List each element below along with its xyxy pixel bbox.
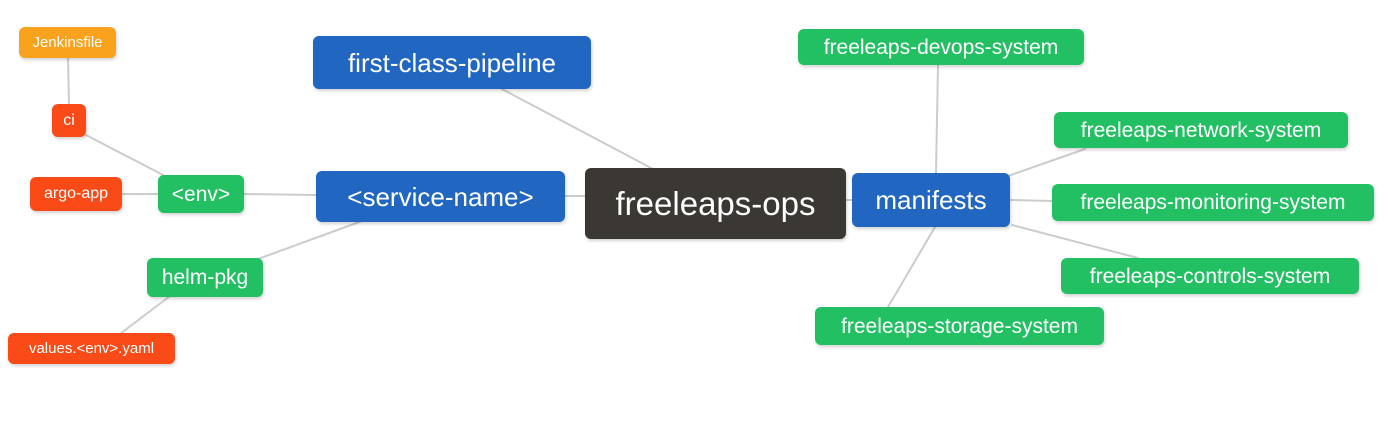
node-first-class-pipeline[interactable]: first-class-pipeline xyxy=(313,36,591,89)
node-argo-app[interactable]: argo-app xyxy=(30,177,122,211)
node-values-env-yaml[interactable]: values.<env>.yaml xyxy=(8,333,175,364)
node-jenkinsfile[interactable]: Jenkinsfile xyxy=(19,27,116,58)
node-freeleaps-storage-system[interactable]: freeleaps-storage-system xyxy=(815,307,1104,345)
node-freeleaps-devops-system[interactable]: freeleaps-devops-system xyxy=(798,29,1084,65)
edge-manifests-storage xyxy=(887,226,936,308)
edge-manifests-devops xyxy=(935,64,939,174)
node-service-name[interactable]: <service-name> xyxy=(316,171,565,222)
node-env[interactable]: <env> xyxy=(158,175,244,213)
edge-manifests-monitoring xyxy=(1009,199,1053,202)
edge-helmpkg-valuesyaml xyxy=(119,295,171,335)
node-freeleaps-monitoring-system[interactable]: freeleaps-monitoring-system xyxy=(1052,184,1374,221)
node-ci[interactable]: ci xyxy=(52,104,86,137)
node-freeleaps-ops-root[interactable]: freeleaps-ops xyxy=(585,168,846,239)
edge-pipeline-root xyxy=(499,87,654,170)
node-manifests[interactable]: manifests xyxy=(852,173,1010,227)
node-freeleaps-controls-system[interactable]: freeleaps-controls-system xyxy=(1061,258,1359,294)
node-helm-pkg[interactable]: helm-pkg xyxy=(147,258,263,297)
edge-ci-env xyxy=(85,134,164,176)
edge-manifests-controls xyxy=(1011,224,1139,259)
edge-env-servicename xyxy=(243,193,317,196)
edge-manifests-network xyxy=(1007,148,1086,177)
edge-servicename-helmpkg xyxy=(257,220,363,260)
edge-jenkinsfile-ci xyxy=(67,57,70,105)
node-freeleaps-network-system[interactable]: freeleaps-network-system xyxy=(1054,112,1348,148)
